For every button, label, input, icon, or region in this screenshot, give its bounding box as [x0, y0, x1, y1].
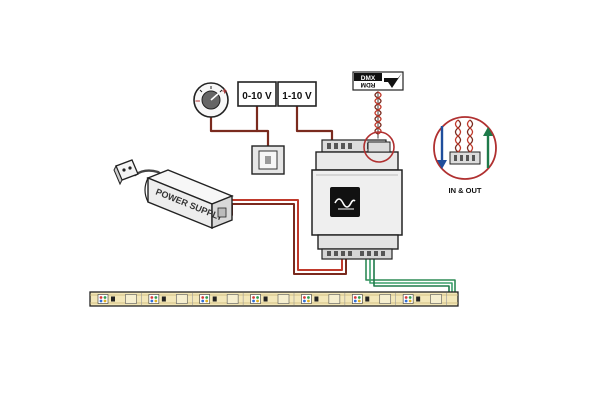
led-segment [125, 293, 142, 305]
led-segment [250, 294, 268, 304]
dmx-rdm-logo-icon: DMX RDM [352, 71, 404, 91]
svg-text:−: − [195, 96, 200, 106]
wire-output-1 [365, 257, 456, 301]
led-segment [199, 294, 217, 304]
controller-module [311, 139, 403, 260]
input-0-10v-label: 0-10 V [242, 91, 272, 102]
arrow-in-icon [437, 126, 447, 169]
led-segment [301, 294, 319, 304]
power-supply: POWER SUPPLY [144, 169, 234, 230]
in-out-label: IN & OUT [449, 186, 482, 195]
led-strip-segments [97, 293, 447, 305]
led-segment [379, 293, 397, 305]
rdm-label: RDM [361, 81, 376, 88]
wall-switch-icon [251, 145, 285, 175]
waveform-icon [330, 187, 360, 217]
led-segment [148, 294, 166, 304]
input-0-10v-box: 0-10 V [237, 81, 277, 107]
svg-text:+: + [222, 86, 227, 96]
arrow-out-icon [483, 127, 493, 168]
input-1-10v-box: 1-10 V [277, 81, 317, 107]
led-segment [328, 293, 346, 305]
dimmer-knob-icon: − + [193, 82, 229, 118]
dmx-cable-twist [374, 91, 382, 135]
dmx-label: DMX [361, 75, 376, 82]
led-segment [430, 293, 447, 305]
led-segment [351, 294, 370, 304]
led-segment [402, 294, 421, 304]
in-out-detail: IN & OUT [433, 116, 497, 195]
wall-socket-icon [113, 159, 139, 186]
led-segment [97, 294, 115, 304]
wire-dimmer [209, 110, 270, 148]
led-segment [175, 293, 193, 305]
dmx-connector-highlight [363, 131, 395, 163]
led-segment [226, 293, 244, 305]
led-strip [89, 291, 459, 307]
led-segment [277, 293, 295, 305]
wire-1-10v [295, 104, 334, 147]
input-1-10v-label: 1-10 V [282, 91, 312, 102]
